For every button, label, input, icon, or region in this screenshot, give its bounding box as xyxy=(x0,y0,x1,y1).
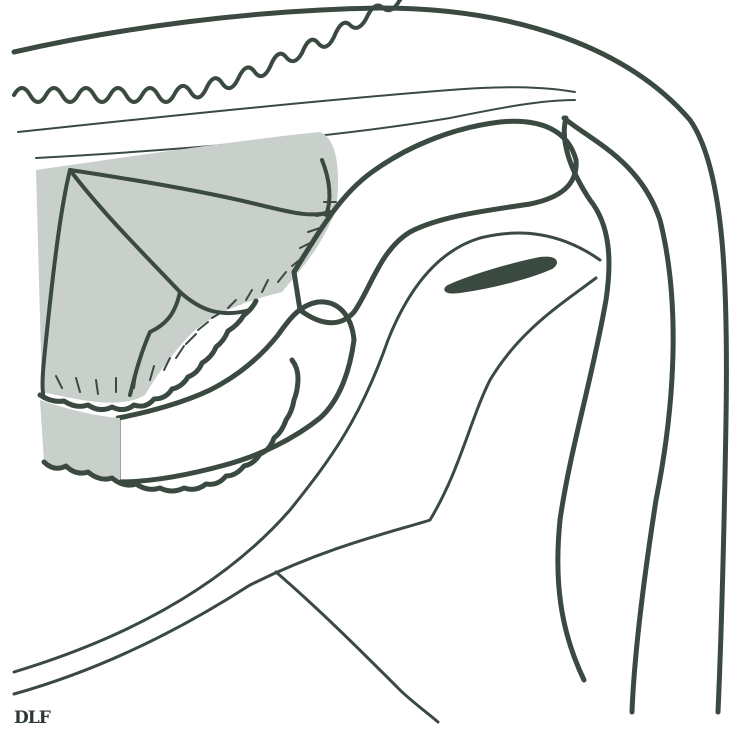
tendon-line-inner xyxy=(558,118,609,680)
inner-curve-3 xyxy=(276,572,438,722)
dark-oval-structure xyxy=(445,258,556,293)
bone-head xyxy=(294,121,576,322)
artist-signature: DLF xyxy=(14,708,50,728)
